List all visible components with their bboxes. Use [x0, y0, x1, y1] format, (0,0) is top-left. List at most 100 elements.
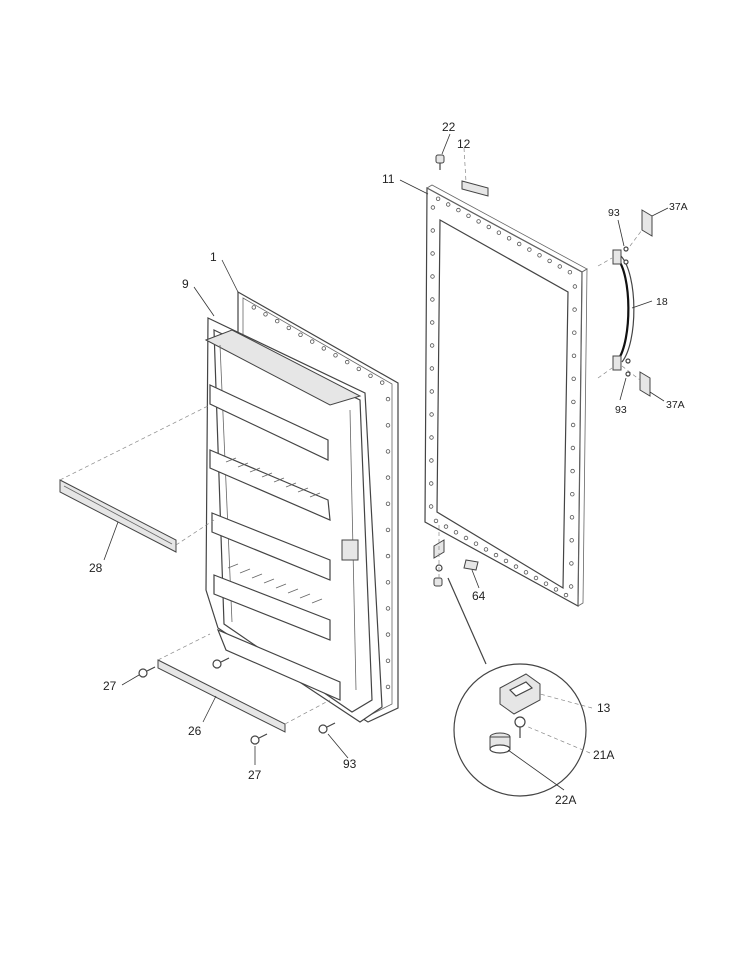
screw-hole — [572, 284, 578, 289]
screw-27-lower — [250, 733, 268, 745]
screw-hole — [435, 196, 441, 201]
callout-labels: 1 9 28 27 26 27 93 11 22 12 64 93 37A 18… — [89, 120, 688, 807]
gasket-screw-holes — [251, 305, 391, 690]
screw-hole — [430, 251, 435, 256]
screw-hole — [430, 228, 435, 233]
door-panel-screw-holes — [428, 196, 578, 598]
screw-hole — [298, 332, 303, 337]
screw-hole — [385, 475, 391, 480]
screw-hole — [429, 435, 434, 440]
screw-hole — [430, 297, 435, 302]
screw-hole — [385, 527, 391, 533]
callout-37A-top: 37A — [669, 201, 688, 213]
screw-hole — [429, 366, 435, 371]
screw-hole — [572, 330, 577, 335]
callout-27-upper: 27 — [103, 679, 117, 693]
screw-hole — [496, 230, 502, 235]
screw-hole — [537, 253, 542, 258]
screw-hole — [429, 481, 434, 486]
screw-hole — [527, 247, 532, 252]
screw-hole — [569, 515, 575, 520]
screw-hole — [547, 258, 552, 264]
screw-hole — [443, 524, 449, 529]
screw-hole — [483, 547, 489, 552]
screw-hole — [473, 541, 479, 546]
screw-hole — [517, 241, 522, 247]
screw-hole — [385, 553, 391, 559]
callout-13: 13 — [597, 701, 611, 715]
bottom-rail-26 — [157, 633, 331, 733]
screw-hole — [553, 587, 559, 592]
screw-hole — [321, 346, 326, 351]
screw-hole — [385, 501, 391, 506]
screw-hole — [571, 353, 577, 358]
screw-hole — [385, 580, 391, 585]
screw-hole — [456, 207, 461, 213]
callout-11: 11 — [382, 172, 395, 186]
leader-lines — [103, 133, 669, 791]
screw-hole — [385, 658, 391, 663]
screw-hole — [523, 570, 529, 575]
callout-27-lower: 27 — [248, 768, 262, 782]
screw-hole — [385, 632, 391, 637]
cap-22A — [489, 732, 511, 754]
handle-end-bottom — [612, 355, 622, 371]
screw-hole — [493, 552, 499, 558]
screw-hole — [356, 366, 361, 372]
callout-93-handle-top: 93 — [608, 207, 620, 219]
handle-end-top — [612, 249, 622, 265]
screw-hole — [503, 558, 509, 564]
screw-hole — [385, 396, 391, 402]
screw-27-upper — [138, 666, 156, 678]
callout-37A-bottom: 37A — [666, 399, 685, 411]
callout-18: 18 — [656, 296, 668, 308]
detail-magnifier-circle — [453, 663, 587, 797]
screw-hole — [429, 458, 434, 463]
screw-hole — [570, 422, 576, 428]
callout-9: 9 — [182, 277, 189, 291]
screw-hole — [476, 219, 481, 224]
part-64 — [463, 559, 479, 571]
screw-pair-93-top — [623, 246, 629, 265]
screw-hole — [433, 518, 439, 524]
screw-pair-93-bottom — [625, 358, 631, 377]
screw-hole — [430, 320, 435, 325]
screw-hole — [345, 359, 350, 365]
shelf-rail-28 — [59, 404, 215, 553]
screw-hole — [466, 213, 471, 218]
screw-hole — [251, 305, 256, 310]
screw-hole — [380, 380, 385, 385]
screw-hole — [430, 274, 435, 279]
hinge-parts-stack — [433, 525, 445, 587]
screw-hole — [563, 592, 569, 598]
outer-door-panel — [424, 184, 588, 608]
door-panel-opening — [436, 218, 569, 590]
screw-hole — [570, 492, 575, 497]
screw-hole — [571, 399, 576, 405]
basket-wire-grid-1 — [225, 457, 321, 498]
door-latch-block — [341, 539, 359, 561]
screw-hole — [385, 606, 391, 611]
screw-hole — [569, 538, 574, 543]
screw-hole — [453, 530, 459, 535]
door-liner-assembly — [204, 290, 399, 723]
screw-hole — [263, 312, 268, 317]
screw-93-left — [318, 722, 336, 734]
screw-hole — [429, 412, 434, 417]
screw-hole — [543, 581, 549, 586]
basket-wire-grid-2 — [227, 563, 323, 604]
plug-22 — [435, 154, 445, 170]
callout-12: 12 — [457, 137, 471, 151]
screw-hole — [572, 307, 577, 312]
screw-hole — [513, 564, 519, 569]
screw-hole — [570, 468, 575, 474]
screw-hole — [463, 535, 469, 541]
screw-hole — [368, 373, 373, 378]
screw-hole — [446, 202, 451, 207]
screw-hole — [533, 575, 539, 581]
callout-93-handle-bottom: 93 — [615, 404, 627, 416]
callout-26: 26 — [188, 724, 202, 738]
screw-hole — [429, 389, 434, 394]
callout-1: 1 — [210, 250, 217, 264]
